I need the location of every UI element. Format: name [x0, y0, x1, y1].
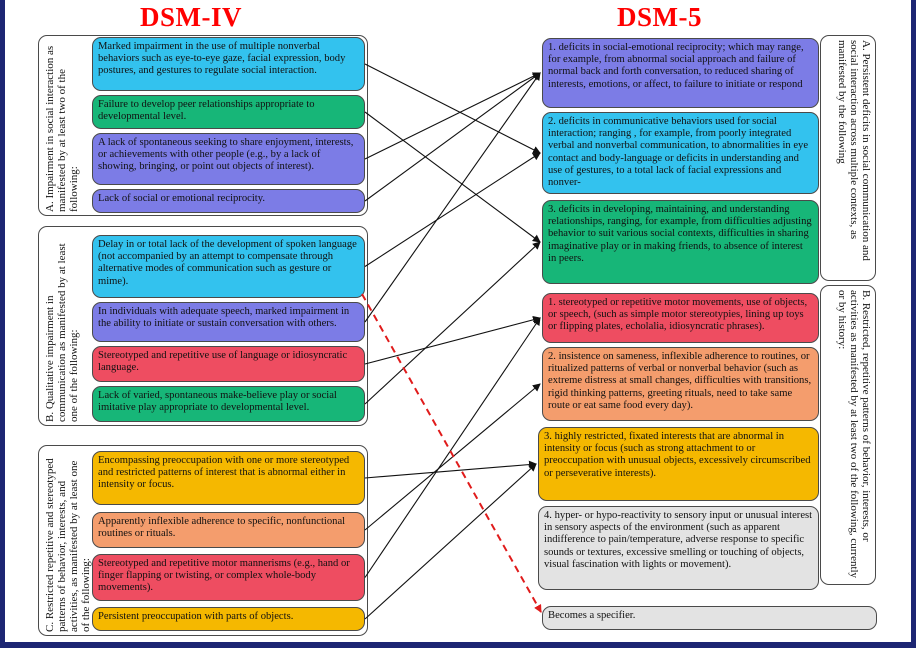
mapping-arrow-9: [364, 383, 541, 531]
right-frame-border: [911, 0, 916, 648]
dsm5-item-b1-stereotyped-movements: 1. stereotyped or repetitive motor movem…: [542, 293, 819, 343]
mapping-arrow-5: [364, 72, 541, 323]
dsm4-item-conversation-impairment: In individuals with adequate speech, mar…: [92, 302, 365, 342]
dsm4-item-make-believe-play: Lack of varied, spontaneous make-believe…: [92, 386, 365, 422]
dsm5-item-b3-restricted-interests: 3. highly restricted, fixated interests …: [538, 427, 819, 501]
bottom-frame-border: [0, 642, 916, 648]
dsm4-item-parts-of-objects: Persistent preoccupation with parts of o…: [92, 607, 365, 631]
dsm4-item-motor-mannerisms: Stereotyped and repetitive motor manneri…: [92, 554, 365, 601]
dsm5-group-b-label: B. Restricted, repetitive patterns of be…: [836, 290, 872, 579]
dsm5-item-specifier: Becomes a specifier.: [542, 606, 877, 630]
mapping-arrow-1: [364, 111, 541, 243]
dsm4-item-encompassing-preoccupation: Encompassing preoccupation with one or m…: [92, 451, 365, 505]
dsm4-group-c: [38, 445, 368, 636]
dsm4-item-stereotyped-language: Stereotyped and repetitive use of langua…: [92, 346, 365, 382]
dsm5-group-a: [820, 35, 876, 281]
mapping-arrow-7: [364, 241, 541, 405]
mapping-arrow-6: [364, 315, 541, 365]
dsm5-item-a2-communicative-behaviors: 2. deficits in communicative behaviors u…: [542, 112, 819, 194]
dsm5-item-a1-social-emotional-reciprocity: 1. deficits in social-emotional reciproc…: [542, 38, 819, 108]
mapping-arrow-2: [364, 72, 541, 160]
dsm5-group-a-label: A. Persistent deficits in social communi…: [836, 40, 872, 261]
dsm4-item-spoken-language-delay: Delay in or total lack of the developmen…: [92, 235, 365, 298]
mapping-arrow-4: [364, 152, 541, 267]
dsm5-title: DSM-5: [617, 2, 702, 32]
mapping-arrow-0: [364, 63, 541, 154]
mapping-arrow-10: [364, 317, 541, 578]
dsm4-item-nonverbal-behaviors: Marked impairment in the use of multiple…: [92, 37, 365, 91]
dsm4-item-peer-relationships: Failure to develop peer relationships ap…: [92, 95, 365, 129]
dsm4-title: DSM-IV: [140, 2, 242, 32]
left-frame-border: [0, 0, 5, 648]
dsm5-item-a3-relationships: 3. deficits in developing, maintaining, …: [542, 200, 819, 284]
mapping-arrow-3: [364, 72, 541, 202]
dsm5-group-b: [820, 285, 876, 585]
dsm4-group-b: [38, 226, 368, 426]
dsm5-item-b4-sensory-reactivity: 4. hyper- or hypo-reactivity to sensory …: [538, 506, 819, 590]
mapping-arrow-12: [361, 293, 542, 613]
dsm4-item-social-reciprocity: Lack of social or emotional reciprocity.: [92, 189, 365, 213]
dsm4-item-sharing-enjoyment: A lack of spontaneous seeking to share e…: [92, 133, 365, 185]
mapping-arrow-11: [364, 463, 537, 620]
dsm4-item-inflexible-adherence: Apparently inflexible adherence to speci…: [92, 512, 365, 548]
dsm5-item-b2-insistence-on-sameness: 2. insistence on sameness, inflexible ad…: [542, 347, 819, 421]
mapping-arrow-8: [364, 460, 537, 479]
dsm4-group-a: [38, 35, 368, 216]
